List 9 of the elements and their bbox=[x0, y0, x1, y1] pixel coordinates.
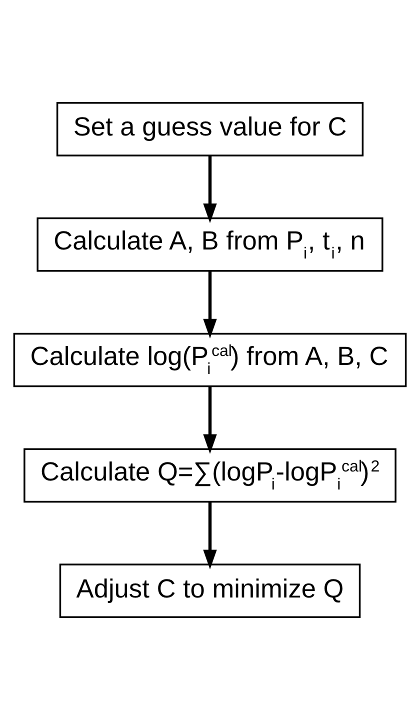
arrow bbox=[203, 502, 217, 570]
arrow bbox=[203, 156, 217, 224]
arrow bbox=[203, 271, 217, 338]
node-box: Calculate Q=∑(logP$_{i}$-logP$_{i}$$^{cal}$)$^{2}$ bbox=[24, 448, 396, 503]
node-box: Calculate A, B from P$_{i}$, t$_{i}$, n bbox=[36, 217, 384, 272]
node-box: Set a guess value for C bbox=[56, 102, 364, 156]
node-box: Calculate log(P$_{i}$$^{cal}$) from A, B, C bbox=[13, 332, 407, 388]
arrow bbox=[203, 386, 217, 454]
node-box: Adjust C to minimize Q bbox=[59, 564, 361, 618]
